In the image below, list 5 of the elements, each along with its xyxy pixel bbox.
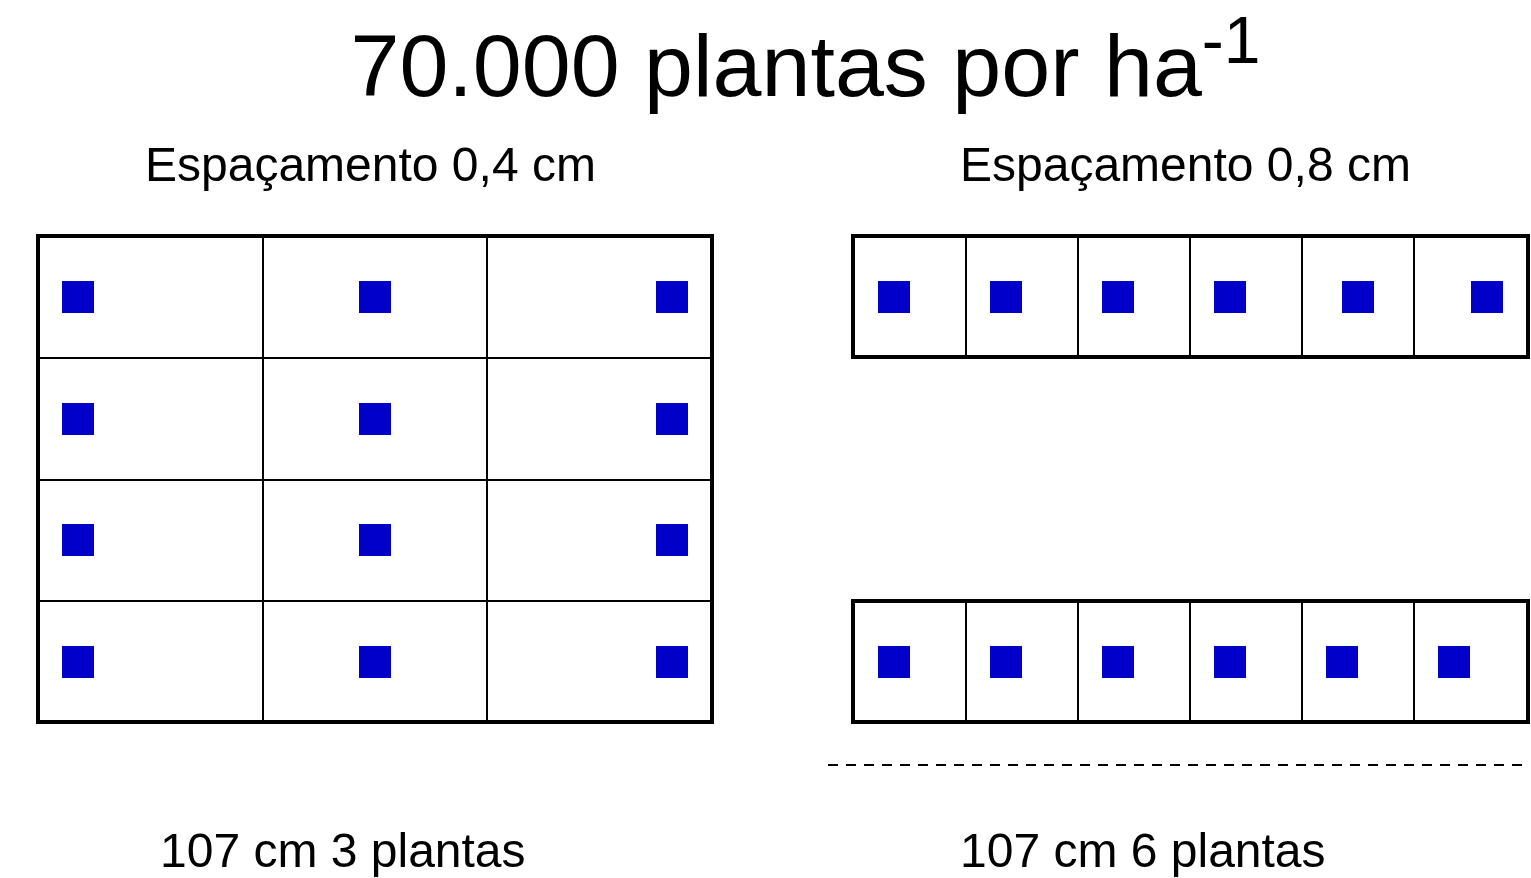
title: 70.000 plantas por ha$^{-1}$ — [350, 18, 1261, 115]
caption-text: 107 cm 3 plantas — [160, 823, 526, 878]
caption-text: 107 cm 6 plantas — [960, 823, 1326, 878]
caption-text: Espaçamento 0,4 cm — [145, 137, 596, 193]
caption-text: Espaçamento 0,8 cm — [960, 137, 1411, 193]
